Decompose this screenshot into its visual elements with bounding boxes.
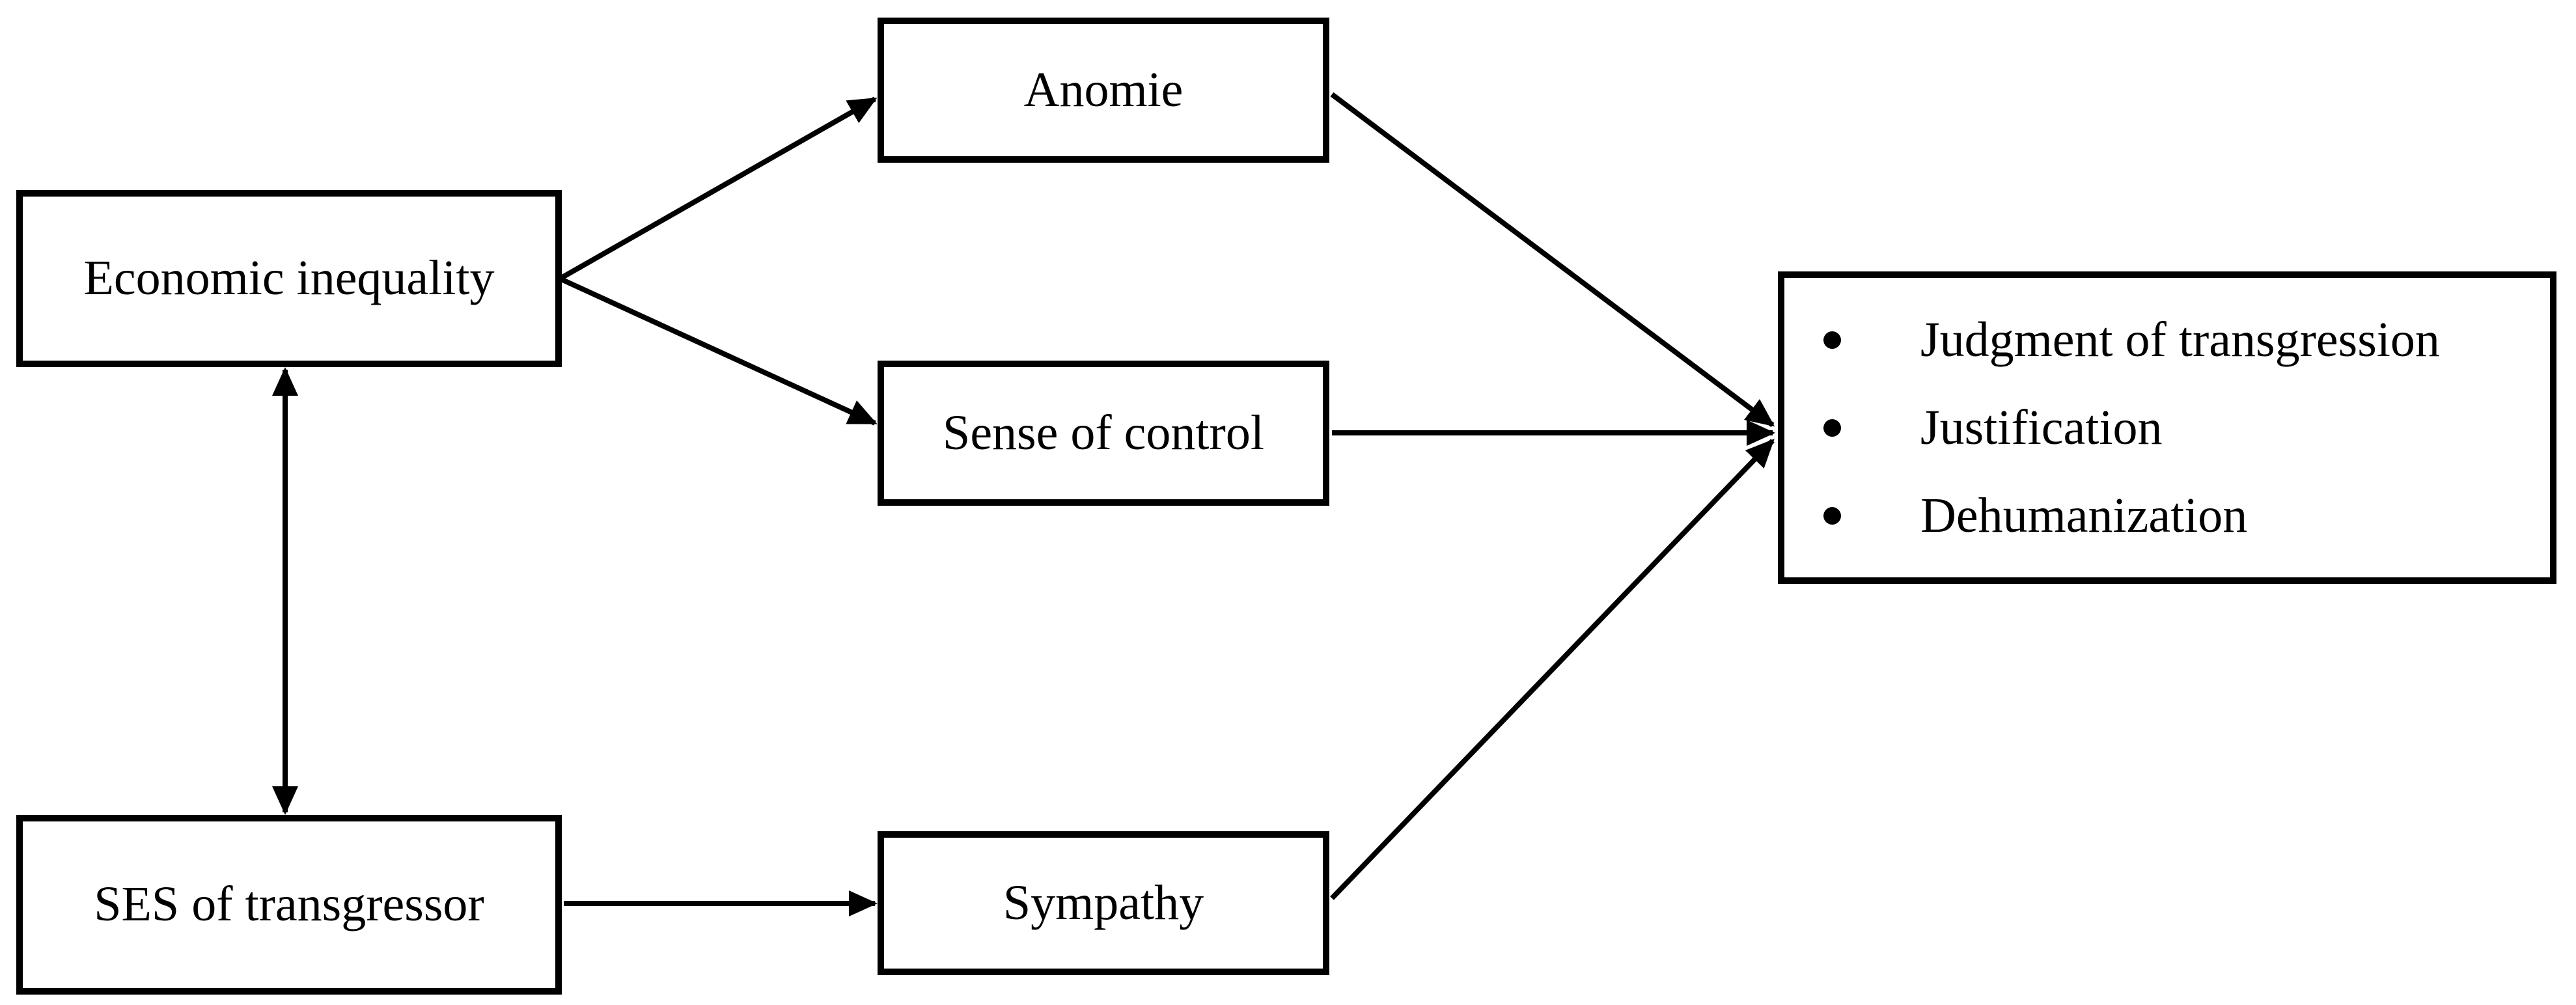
list-item: Dehumanization xyxy=(1784,472,2550,560)
outcome-item-label: Justification xyxy=(1920,400,2163,455)
node-sympathy: Sympathy xyxy=(878,831,1329,975)
node-anomie: Anomie xyxy=(878,18,1329,163)
node-economic-inequality: Economic inequality xyxy=(16,190,562,367)
node-sense-of-control: Sense of control xyxy=(878,361,1329,506)
node-label: SES of transgressor xyxy=(94,877,484,932)
bullet-icon xyxy=(1823,331,1841,349)
node-ses-of-transgressor: SES of transgressor xyxy=(16,815,562,995)
outcome-item-label: Judgment of transgression xyxy=(1920,312,2440,367)
node-label: Sense of control xyxy=(943,405,1264,460)
list-item: Judgment of transgression xyxy=(1784,296,2550,384)
outcomes-list: Judgment of transgression Justification … xyxy=(1784,278,2550,577)
edge-anomie-to-outcomes xyxy=(1330,92,1775,428)
node-label: Anomie xyxy=(1023,62,1184,117)
node-outcomes: Judgment of transgression Justification … xyxy=(1778,271,2556,584)
edge-sympathy-to-outcomes xyxy=(1330,439,1775,900)
bullet-icon xyxy=(1823,419,1841,437)
bullet-icon xyxy=(1823,506,1841,525)
outcome-item-label: Dehumanization xyxy=(1920,488,2248,543)
node-label: Economic inequality xyxy=(83,251,495,306)
list-item: Justification xyxy=(1784,384,2550,472)
edge-economic-to-anomie xyxy=(560,96,878,281)
node-label: Sympathy xyxy=(1003,875,1204,930)
edge-economic-to-sense-of-control xyxy=(560,277,878,426)
